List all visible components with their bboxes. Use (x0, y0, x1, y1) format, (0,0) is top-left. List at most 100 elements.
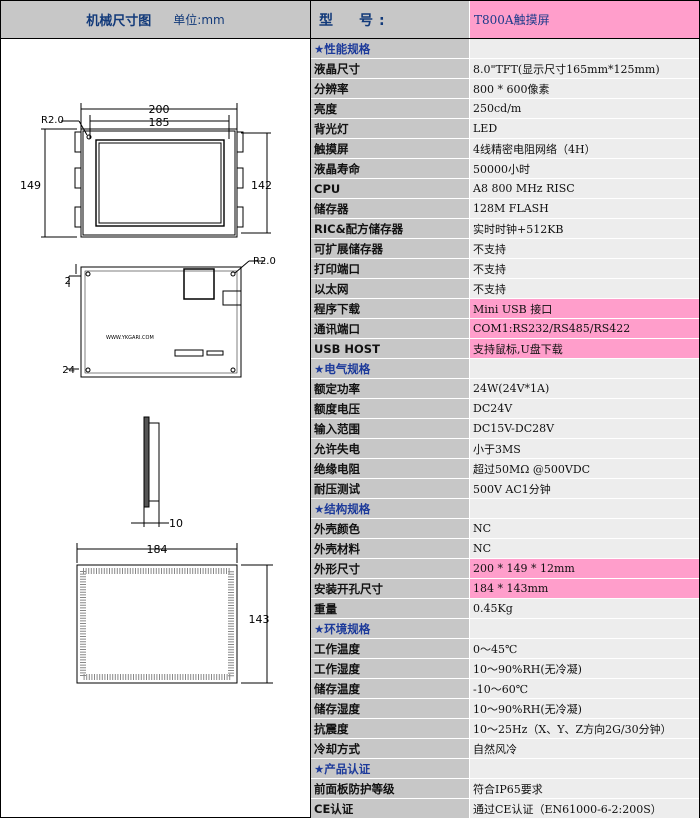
spec-row: 前面板防护等级符合IP65要求 (311, 779, 699, 799)
spec-value: 不支持 (470, 279, 699, 298)
side-view (131, 416, 169, 527)
spec-key: 以太网 (311, 279, 470, 298)
spec-key: 可扩展储存器 (311, 239, 470, 258)
spec-row: 绝缘电阻超过50MΩ @500VDC (311, 459, 699, 479)
spec-key: 前面板防护等级 (311, 779, 470, 798)
spec-section-title: ★环境规格 (311, 619, 470, 638)
back-silk-text: WWW.YKGARI.COM (106, 335, 154, 341)
spec-section-row: ★性能规格 (311, 39, 699, 59)
spec-key: 外壳材料 (311, 539, 470, 558)
spec-key: 分辨率 (311, 79, 470, 98)
spec-value: 小于3MS (470, 439, 699, 458)
spec-value: 800 * 600像素 (470, 79, 699, 98)
spec-value (470, 359, 699, 378)
spec-value: NC (470, 519, 699, 538)
spec-key: 耐压测试 (311, 479, 470, 498)
spec-value: 10～25Hz（X、Y、Z方向2G/30分钟） (470, 719, 699, 738)
spec-row: 打印端口不支持 (311, 259, 699, 279)
spec-section-row: ★环境规格 (311, 619, 699, 639)
spec-key: 绝缘电阻 (311, 459, 470, 478)
spec-value: 4线精密电阻网络（4H） (470, 139, 699, 158)
spec-value: 200 * 149 * 12mm (470, 559, 699, 578)
spec-key: 冷却方式 (311, 739, 470, 758)
spec-key: USB HOST (311, 339, 470, 358)
drawing-title: 机械尺寸图 (86, 14, 152, 29)
spec-key: 亮度 (311, 99, 470, 118)
spec-key: CE认证 (311, 799, 470, 818)
spec-value: 500V AC1分钟 (470, 479, 699, 498)
spec-key: 输入范围 (311, 419, 470, 438)
spec-section-row: ★产品认证 (311, 759, 699, 779)
spec-value: 0.45Kg (470, 599, 699, 618)
spec-value: 不支持 (470, 259, 699, 278)
spec-key: 液晶寿命 (311, 159, 470, 178)
back-view (67, 260, 265, 378)
mechanical-drawing-svg: 200 185 R2.0 149 142 (20, 103, 276, 684)
drawing-header: 机械尺寸图 单位:mm (1, 1, 310, 38)
side-depth-label: 10 (169, 517, 183, 530)
spec-value: -10～60℃ (470, 679, 699, 698)
spec-value: LED (470, 119, 699, 138)
spec-key: CPU (311, 179, 470, 198)
front-view (41, 103, 271, 238)
spec-row: CE认证通过CE认证（EN61000-6-2:200S） (311, 799, 699, 819)
spec-key: 触摸屏 (311, 139, 470, 158)
spec-value: 50000小时 (470, 159, 699, 178)
spec-section-title: ★结构规格 (311, 499, 470, 518)
spec-value: NC (470, 539, 699, 558)
spec-key: 抗震度 (311, 719, 470, 738)
front-height-right-label: 142 (251, 179, 272, 192)
cutout-height-label: 143 (249, 613, 270, 626)
spec-section-title: ★电气规格 (311, 359, 470, 378)
spec-value: Mini USB 接口 (470, 299, 699, 318)
spec-section-title: ★性能规格 (311, 39, 470, 58)
spec-key: 重量 (311, 599, 470, 618)
spec-row: 储存温度-10～60℃ (311, 679, 699, 699)
spec-value: 符合IP65要求 (470, 779, 699, 798)
spec-value: 128M FLASH (470, 199, 699, 218)
spec-row: 允许失电小于3MS (311, 439, 699, 459)
spec-key: 储存器 (311, 199, 470, 218)
model-label: 型 号: (311, 1, 469, 38)
spec-key: 允许失电 (311, 439, 470, 458)
cutout-width-label: 184 (147, 543, 168, 556)
spec-key: 打印端口 (311, 259, 470, 278)
spec-value: DC24V (470, 399, 699, 418)
spec-key: 储存湿度 (311, 699, 470, 718)
cutout-view (76, 543, 273, 684)
spec-key: 额度电压 (311, 399, 470, 418)
spec-value: DC15V-DC28V (470, 419, 699, 438)
spec-key: 外形尺寸 (311, 559, 470, 578)
spec-key: 液晶尺寸 (311, 59, 470, 78)
spec-key: 额定功率 (311, 379, 470, 398)
spec-value: 10～90%RH(无冷凝) (470, 699, 699, 718)
spec-key: 通讯端口 (311, 319, 470, 338)
spec-value: 10～90%RH(无冷凝) (470, 659, 699, 678)
front-radius-label: R2.0 (41, 115, 64, 126)
spec-row: RIC&配方储存器实时时钟+512KB (311, 219, 699, 239)
unit-label: 单位:mm (173, 13, 225, 27)
spec-section-row: ★电气规格 (311, 359, 699, 379)
spec-value: 自然风冷 (470, 739, 699, 758)
spec-value: 实时时钟+512KB (470, 219, 699, 238)
spec-key: 工作湿度 (311, 659, 470, 678)
